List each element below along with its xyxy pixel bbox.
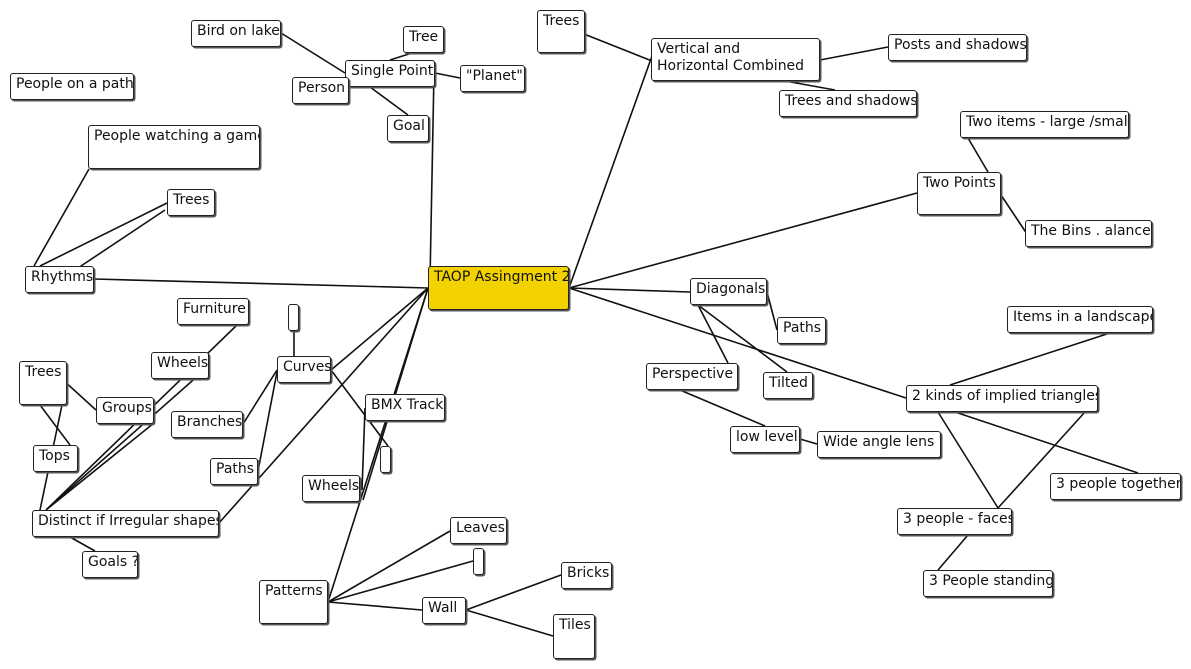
edge-tiles [465, 609, 554, 637]
edge-posts-shadows [819, 46, 889, 61]
edge-wheels-groups [45, 365, 210, 511]
topic-posts-and-shadows[interactable]: Posts and shadows [888, 34, 1027, 61]
topic-3-people-standing[interactable]: 3 People standing [923, 570, 1053, 597]
topic-empty-bmx[interactable] [380, 446, 391, 473]
topic-trees-rhythms[interactable]: Trees [167, 189, 215, 216]
edge-branches [242, 369, 278, 425]
topic-3-people-faces[interactable]: 3 people - faces [897, 508, 1012, 535]
topic-goal[interactable]: Goal [387, 115, 429, 142]
topic-bird-on-lake[interactable]: Bird on lake [191, 20, 281, 47]
edge-wide-angle [799, 438, 818, 445]
edge-goal [369, 86, 409, 116]
topic-paths-curves[interactable]: Paths [210, 458, 258, 485]
topic-items-in-a-landscape[interactable]: Items in a landscape [1007, 306, 1153, 333]
edge-trees-top [583, 33, 653, 62]
topic-implied-triangles[interactable]: 2 kinds of implied triangles [906, 385, 1098, 412]
edge-central-two-points [568, 192, 918, 289]
edge-wall [327, 601, 423, 611]
edge-triangle-right [997, 411, 1086, 509]
edge-bmx-track [361, 407, 366, 491]
edge-central-curves [330, 287, 429, 371]
topic-single-point[interactable]: Single Point [345, 60, 435, 87]
edge-paths-curves [257, 371, 278, 472]
edge-trees-shadows [784, 80, 836, 91]
topic-two-points[interactable]: Two Points [917, 172, 1001, 215]
edge-empty-patterns [327, 560, 474, 603]
edge-central-implied-triangles [568, 287, 907, 399]
topic-person[interactable]: Person [292, 77, 349, 104]
topic-trees-and-shadows[interactable]: Trees and shadows [779, 90, 917, 117]
topic-distinct-if-irregular-shapes[interactable]: Distinct if Irregular shapes [32, 510, 219, 537]
edge-bins-balanced [1000, 194, 1028, 235]
topic-tilted[interactable]: Tilted [763, 372, 813, 399]
topic-planet[interactable]: "Planet" [460, 65, 525, 92]
edge-tree-single-point [389, 52, 413, 61]
topic-curves[interactable]: Curves [277, 356, 331, 383]
topic-low-level[interactable]: low level [730, 426, 800, 453]
edge-central-patterns [327, 287, 429, 603]
edge-planet [434, 72, 461, 79]
edge-bird-lake [280, 32, 346, 74]
topic-goals-question[interactable]: Goals ? [82, 551, 138, 578]
topic-perspective[interactable]: Perspective [646, 363, 738, 390]
edge-triangle-left [937, 411, 999, 509]
topic-leaves[interactable]: Leaves [450, 517, 507, 544]
topic-rhythms[interactable]: Rhythms [25, 266, 94, 293]
topic-vertical-and-horizontal[interactable]: Vertical and Horizontal Combined [651, 38, 820, 81]
edge-central-single-point [429, 72, 435, 281]
edge-groups [62, 379, 97, 411]
edge-central-vertical-horizontal [568, 55, 653, 289]
topic-paths-diagonals[interactable]: Paths [777, 317, 826, 344]
edge-people-game [33, 168, 90, 267]
topic-wheels-groups[interactable]: Wheels [151, 352, 209, 379]
edge-empty-bmx [330, 369, 389, 447]
edge-paths-diagonals [766, 291, 778, 331]
topic-wide-angle-lens[interactable]: Wide angle lens ? [817, 431, 941, 458]
edge-tops [39, 404, 71, 446]
edge-two-items [967, 137, 989, 173]
topic-tiles[interactable]: Tiles [553, 614, 595, 659]
topic-the-bins-balanced[interactable]: The Bins . alanced [1025, 220, 1152, 247]
topic-branches[interactable]: Branches [171, 411, 243, 438]
topic-bmx-track[interactable]: BMX Track [365, 394, 445, 421]
edge-goals-q [69, 536, 96, 552]
topic-people-on-a-path[interactable]: People on a path [10, 73, 134, 100]
topic-empty-curves[interactable] [288, 304, 299, 331]
edge-leaves [327, 530, 451, 603]
edge-trees-rhythm-a [39, 202, 168, 267]
topic-empty-patterns[interactable] [473, 548, 484, 575]
edge-perspective [697, 304, 729, 364]
topic-diagonals[interactable]: Diagonals [690, 278, 767, 305]
edge-items-landscape [949, 332, 1111, 386]
edge-central-diagonals [568, 287, 691, 293]
topic-two-items-large-small[interactable]: Two items - large /small [960, 111, 1129, 138]
topic-patterns[interactable]: Patterns [259, 580, 328, 624]
topic-tree-single-point[interactable]: Tree [403, 26, 444, 53]
topic-wall[interactable]: Wall [422, 597, 466, 624]
edge-three-standing [937, 534, 969, 571]
topic-furniture[interactable]: Furniture [177, 298, 249, 325]
topic-groups[interactable]: Groups [96, 397, 154, 424]
topic-3-people-together[interactable]: 3 people together [1050, 473, 1181, 500]
topic-people-watching-a-game[interactable]: People watching a game [88, 125, 260, 169]
edge-tilted [697, 304, 788, 373]
topic-trees-left[interactable]: Trees [19, 361, 67, 405]
edge-groups-distinct [45, 422, 155, 511]
topic-wheels-bmx[interactable]: Wheels [302, 475, 360, 502]
central-topic-taop-assignment-2[interactable]: TAOP Assingment 2 [428, 266, 569, 310]
topic-bricks[interactable]: Bricks [561, 562, 612, 589]
edge-central-rhythms [93, 278, 429, 289]
edge-bricks [465, 574, 562, 611]
topic-tops[interactable]: Tops [33, 445, 78, 472]
edge-three-together [954, 411, 1139, 474]
edge-low-level [679, 389, 766, 427]
topic-trees-top[interactable]: Trees [537, 10, 585, 53]
